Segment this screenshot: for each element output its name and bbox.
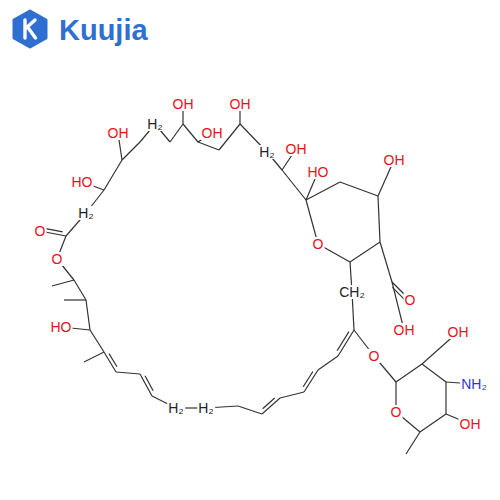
bond-line [422,364,446,382]
atom-label: H₂ [258,145,276,159]
atom-label: O [404,293,417,307]
atom-label: H₂ [77,206,95,220]
bond-line [84,352,104,362]
atom-label: OH [201,126,224,140]
bond-line [303,371,313,386]
bond-line [406,432,420,454]
bond-line [109,354,117,367]
atom-label: OH [447,325,470,339]
bond-line [170,124,183,142]
atom-label: OH [285,142,308,156]
bond-line [52,280,74,286]
bond-line [64,299,86,300]
atom-label: OH [172,97,195,111]
atom-label: O [34,224,47,238]
bond-line [396,364,422,382]
bond-line [318,356,338,370]
atom-label: OH [383,153,406,167]
bond-line [420,414,446,432]
bond-line [145,376,153,391]
bond-line [74,280,86,300]
atom-label: H₂ [197,401,215,415]
brand-name: Kuujia [58,16,149,45]
atom-label: HO [307,165,330,179]
bond-line [306,182,340,200]
atom-label: O [368,349,381,363]
atom-label: O [312,237,325,251]
bond-line [104,352,116,372]
bond-line [263,398,275,409]
bond-line [304,370,318,392]
atom-label: HO [71,175,94,189]
atom-label: O [390,405,403,419]
bond-line [238,406,262,414]
atom-label: OH [229,97,252,111]
bond-line [282,170,306,200]
atom-label: H₂ [146,117,164,131]
bond-line [183,124,198,142]
bond-line [340,182,378,196]
atom-label: OH [107,126,130,140]
atom-label: H₂ [167,401,185,415]
bond-line [445,382,446,414]
logo-icon [10,9,50,49]
bond-line [104,160,122,190]
bond-line [86,300,90,330]
atom-label: NH₂ [460,377,488,391]
bond-line [45,228,63,231]
atom-label: OH [459,417,482,431]
bond-line [262,398,280,414]
bond-line [90,330,104,352]
bond-line [350,242,380,262]
atom-label: HO [50,320,73,334]
bond-line [116,372,140,374]
bond-line [337,332,349,351]
atom-label: CH₂ [338,285,366,299]
atom-label: O [51,252,64,266]
bond-line [378,196,380,242]
bond-line [380,242,392,282]
bond-line [280,392,304,398]
bond-line [198,142,219,150]
bond-line [338,330,354,356]
atom-label: OH [393,323,416,337]
bond-line [122,142,140,160]
